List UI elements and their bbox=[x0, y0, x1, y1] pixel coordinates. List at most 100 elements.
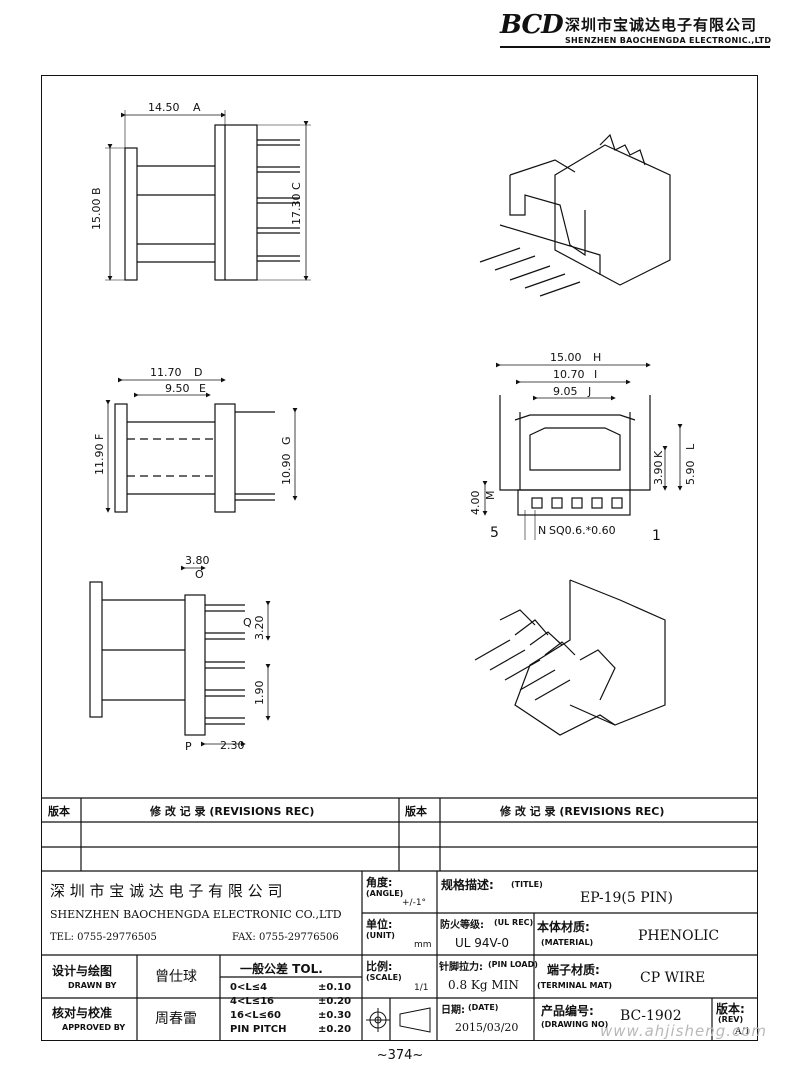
dim-pin-flange-ref: O bbox=[195, 568, 204, 581]
header-rule bbox=[500, 46, 770, 48]
dim-front-outer: 15.00 bbox=[550, 351, 582, 364]
pin-view bbox=[89, 565, 271, 747]
tb-approved-val: 周春雷 bbox=[155, 1011, 197, 1027]
rev-col-version-left: 版本 bbox=[48, 805, 70, 818]
dim-top-height-ref: B bbox=[90, 187, 103, 195]
header-company-cn: 深圳市宝诚达电子有限公司 bbox=[565, 16, 758, 34]
page-number: ~374~ bbox=[376, 1048, 424, 1063]
dim-top-pin-span-ref: C bbox=[290, 182, 303, 190]
tb-scale-cn: 比例: bbox=[366, 960, 393, 973]
tb-tel: TEL: 0755-29776505 bbox=[50, 932, 157, 943]
dim-side-height-ref: F bbox=[93, 434, 106, 440]
tb-ul-en: (UL REC) bbox=[494, 918, 534, 927]
tb-material-en: (MATERIAL) bbox=[541, 938, 594, 947]
tb-company-en: SHENZHEN BAOCHENGDA ELECTRONIC CO.,LTD bbox=[50, 908, 342, 921]
tb-pinload-val: 0.8 Kg MIN bbox=[448, 978, 519, 992]
dim-pin-offset: 1.90 bbox=[253, 681, 266, 706]
rev-col-record-left: 修 改 记 录 (REVISIONS REC) bbox=[150, 805, 315, 818]
tb-date-en: (DATE) bbox=[468, 1003, 499, 1012]
pin-label-left: 5 bbox=[490, 525, 499, 541]
tb-rev-en: (REV) bbox=[718, 1015, 744, 1024]
revision-table-lines bbox=[41, 797, 758, 1041]
tb-drawn-val: 曾仕球 bbox=[155, 969, 197, 985]
rev-col-version-right: 版本 bbox=[405, 805, 427, 818]
tb-tol-val-1: ±0.20 bbox=[318, 996, 352, 1007]
dim-pin-pitch: 3.20 bbox=[253, 616, 266, 641]
front-view bbox=[482, 362, 683, 540]
dim-front-base: 4.00 bbox=[469, 491, 482, 516]
dim-side-width-ref: D bbox=[194, 366, 202, 379]
header-company-en: SHENZHEN BAOCHENGDA ELECTRONIC.,LTD bbox=[565, 36, 772, 45]
dim-front-h2-ref: L bbox=[684, 443, 697, 450]
tb-scale-en: (SCALE) bbox=[366, 973, 402, 982]
tb-material-val: PHENOLIC bbox=[638, 928, 720, 944]
tb-title-en: (TITLE) bbox=[511, 880, 543, 889]
top-view bbox=[105, 110, 311, 281]
company-logo: BCD bbox=[500, 10, 564, 40]
dim-front-outer-ref: H bbox=[593, 351, 601, 364]
dim-front-pin-ref: N bbox=[538, 524, 546, 537]
tb-tol-title: 一般公差 TOL. bbox=[240, 962, 323, 976]
tb-drawing-cn: 产品编号: bbox=[541, 1004, 594, 1018]
tb-tol-range-1: 4<L≤16 bbox=[230, 996, 275, 1007]
tb-tol-val-0: ±0.10 bbox=[318, 982, 352, 993]
tb-date-cn: 日期: bbox=[441, 1005, 465, 1016]
dim-side-width: 11.70 bbox=[150, 366, 182, 379]
dim-pin-pitch-ref: Q bbox=[243, 616, 252, 629]
tb-terminal-val: CP WIRE bbox=[640, 970, 706, 986]
dim-top-width: 14.50 bbox=[148, 101, 180, 114]
tb-terminal-en: (TERMINAL MAT) bbox=[537, 981, 613, 990]
dim-side-height2-ref: G bbox=[280, 436, 293, 445]
tb-approved-cn: 核对与校准 bbox=[52, 1006, 113, 1020]
dim-front-mid: 10.70 bbox=[553, 368, 585, 381]
dim-side-inner-ref: E bbox=[199, 382, 206, 395]
dim-side-height: 11.90 bbox=[93, 444, 106, 476]
tb-unit-en: (UNIT) bbox=[366, 931, 395, 940]
tb-pinload-cn: 针脚拉力: bbox=[439, 962, 483, 973]
dim-front-base-ref: M bbox=[484, 491, 497, 501]
tb-title-val: EP-19(5 PIN) bbox=[580, 890, 673, 906]
dim-pin-flange: 3.80 bbox=[185, 554, 210, 567]
tb-angle-cn: 角度: bbox=[366, 876, 393, 889]
projection-symbol bbox=[366, 1007, 431, 1033]
dim-top-width-ref: A bbox=[193, 101, 201, 114]
isometric-view-bottom bbox=[474, 579, 666, 736]
tb-unit-val: mm bbox=[414, 940, 432, 950]
dim-top-height: 15.00 bbox=[90, 199, 103, 231]
dim-front-mid-ref: I bbox=[594, 368, 597, 381]
dim-front-h1: 3.90 bbox=[652, 461, 665, 486]
tb-tol-range-0: 0<L≤4 bbox=[230, 982, 268, 993]
tb-drawn-en: DRAWN BY bbox=[68, 981, 117, 990]
tb-unit-cn: 单位: bbox=[366, 918, 393, 931]
tb-tol-val-2: ±0.30 bbox=[318, 1010, 352, 1021]
tb-company-cn: 深 圳 市 宝 诚 达 电 子 有 限 公 司 bbox=[50, 882, 283, 900]
tb-ul-cn: 防火等级: bbox=[440, 920, 484, 931]
tb-terminal-cn: 端子材质: bbox=[547, 963, 600, 977]
dim-front-inner: 9.05 bbox=[553, 385, 578, 398]
tb-drawing-val: BC-1902 bbox=[620, 1008, 682, 1024]
side-view bbox=[105, 377, 298, 513]
watermark: www.ahjisheng.com bbox=[600, 1022, 768, 1040]
tb-pinload-en: (PIN LOAD) bbox=[488, 960, 538, 969]
tb-scale-val: 1/1 bbox=[414, 983, 429, 993]
drawing-frame bbox=[41, 75, 758, 1041]
rev-col-record-right: 修 改 记 录 (REVISIONS REC) bbox=[500, 805, 665, 818]
tb-title-cn: 规格描述: bbox=[441, 878, 494, 892]
tb-rev-cn: 版本: bbox=[716, 1002, 745, 1016]
dim-front-h1-ref: K bbox=[652, 450, 665, 458]
tb-angle-val: +/-1° bbox=[402, 898, 427, 908]
tb-date-val: 2015/03/20 bbox=[455, 1021, 519, 1034]
tb-drawing-en: (DRAWING NO) bbox=[541, 1020, 609, 1029]
tb-rev-val: A/1 bbox=[735, 1027, 751, 1037]
dim-pin-len: 2.30 bbox=[220, 739, 245, 752]
dim-pin-len-ref: P bbox=[185, 740, 192, 753]
dim-top-pin-span: 17.30 bbox=[290, 194, 303, 226]
pin-label-right: 1 bbox=[652, 528, 661, 544]
tb-tol-range-3: PIN PITCH bbox=[230, 1024, 287, 1035]
tb-drawn-cn: 设计与绘图 bbox=[52, 964, 113, 978]
tb-ul-val: UL 94V-0 bbox=[455, 936, 510, 950]
dim-front-h2: 5.90 bbox=[684, 461, 697, 486]
dim-front-pin: SQ0.6.*0.60 bbox=[549, 524, 616, 537]
tb-angle-en: (ANGLE) bbox=[366, 889, 404, 898]
